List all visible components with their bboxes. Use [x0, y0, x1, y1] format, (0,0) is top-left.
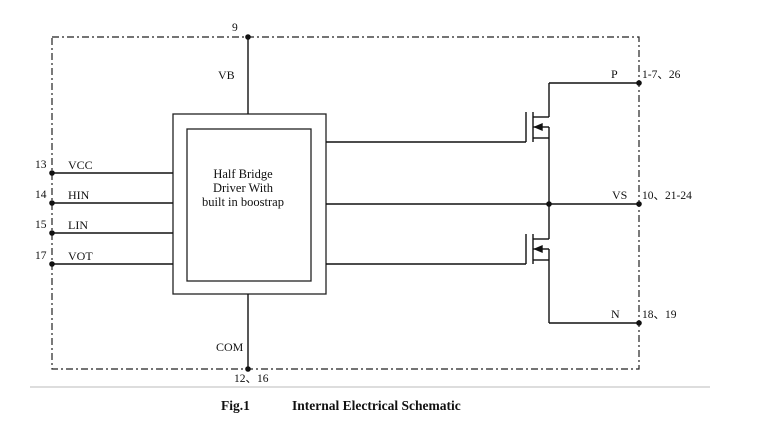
p-label: P: [611, 67, 618, 81]
vcc-pin-dot: [49, 170, 55, 176]
hin-pin-dot: [49, 200, 55, 206]
vs-label: VS: [612, 188, 627, 202]
p-pin-number: 1-7、26: [642, 69, 681, 81]
vot-label: VOT: [68, 249, 93, 263]
vb-pin-number: 9: [232, 22, 238, 34]
hin-pin-number: 14: [35, 189, 47, 201]
high-side-mosfet: [525, 83, 550, 204]
n-pin-dot: [636, 320, 642, 326]
hin-label: HIN: [68, 188, 90, 202]
vb-label: VB: [218, 68, 235, 82]
com-pin-number: 12、16: [234, 373, 269, 385]
n-pin-number: 18、19: [642, 309, 677, 321]
caption-title: Internal Electrical Schematic: [292, 398, 461, 413]
block-label-line1: Half Bridge: [213, 167, 273, 181]
vcc-label: VCC: [68, 158, 93, 172]
low-side-mosfet: [525, 204, 550, 323]
com-pin-dot: [245, 366, 251, 372]
com-label: COM: [216, 340, 244, 354]
caption-number: Fig.1: [221, 398, 250, 413]
lin-pin-number: 15: [35, 219, 47, 231]
vs-junction-dot: [546, 201, 552, 207]
lin-label: LIN: [68, 218, 88, 232]
n-label: N: [611, 307, 620, 321]
vot-pin-dot: [49, 261, 55, 267]
vot-pin-number: 17: [35, 250, 47, 262]
driver-block-inner: [186, 128, 312, 282]
lin-pin-dot: [49, 230, 55, 236]
p-pin-dot: [636, 80, 642, 86]
vcc-pin-number: 13: [35, 159, 47, 171]
vb-pin-dot: [245, 34, 251, 40]
block-label-line3: built in boostrap: [202, 195, 284, 209]
vs-pin-dot: [636, 201, 642, 207]
vs-pin-number: 10、21-24: [642, 190, 692, 202]
block-label-line2: Driver With: [213, 181, 274, 195]
